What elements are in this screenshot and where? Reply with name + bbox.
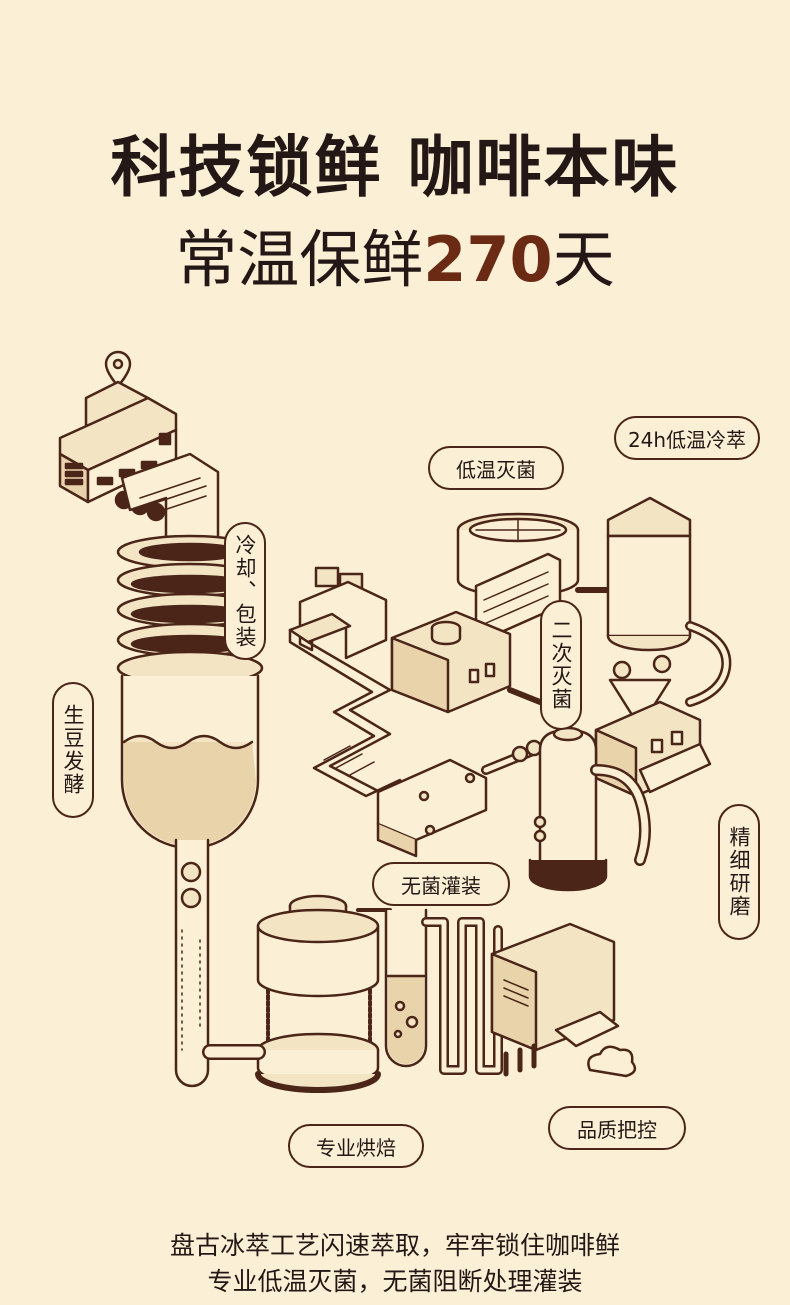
headline-prefix: 常温保鲜: [175, 223, 424, 296]
packaging-conveyor: [288, 566, 422, 798]
sterilizer-unit: [390, 512, 613, 714]
label-fermentation: 生豆发酵: [52, 682, 94, 818]
label-low-temp-sterilize: 低温灭菌: [428, 446, 564, 490]
label-aseptic-filling: 无菌灌装: [372, 862, 510, 906]
cold-brew-tank: [594, 496, 732, 798]
caption-line2: 专业低温灭菌，无菌阻断处理灌装: [207, 1267, 583, 1296]
grinder: [376, 735, 565, 858]
production-line-illustration: [58, 350, 732, 1093]
label-second-sterilize: 二次灭菌: [540, 600, 582, 730]
headline-suffix: 天: [552, 223, 615, 296]
sterilize-vessel: [528, 726, 651, 892]
label-quality-control: 品质把控: [548, 1106, 686, 1150]
label-fine-grinding: 精细研磨: [718, 804, 760, 940]
caption-line1: 盘古冰萃工艺闪速萃取，牢牢锁住咖啡鲜: [169, 1231, 620, 1260]
label-cold-brew-24h: 24h低温冷萃: [614, 416, 760, 460]
label-professional-roasting: 专业烘焙: [288, 1124, 424, 1168]
shelf-life-days: 270: [423, 223, 553, 296]
quality-control-box: [490, 922, 637, 1078]
headline-line1: 科技锁鲜 咖啡本味: [110, 129, 680, 206]
headline-line2: 常温保鲜270天: [0, 222, 790, 298]
roaster-column: [116, 534, 264, 1088]
filling-machine: [202, 894, 503, 1093]
factory: [58, 350, 178, 522]
label-cooling-packing: 冷却、包装: [224, 522, 266, 660]
